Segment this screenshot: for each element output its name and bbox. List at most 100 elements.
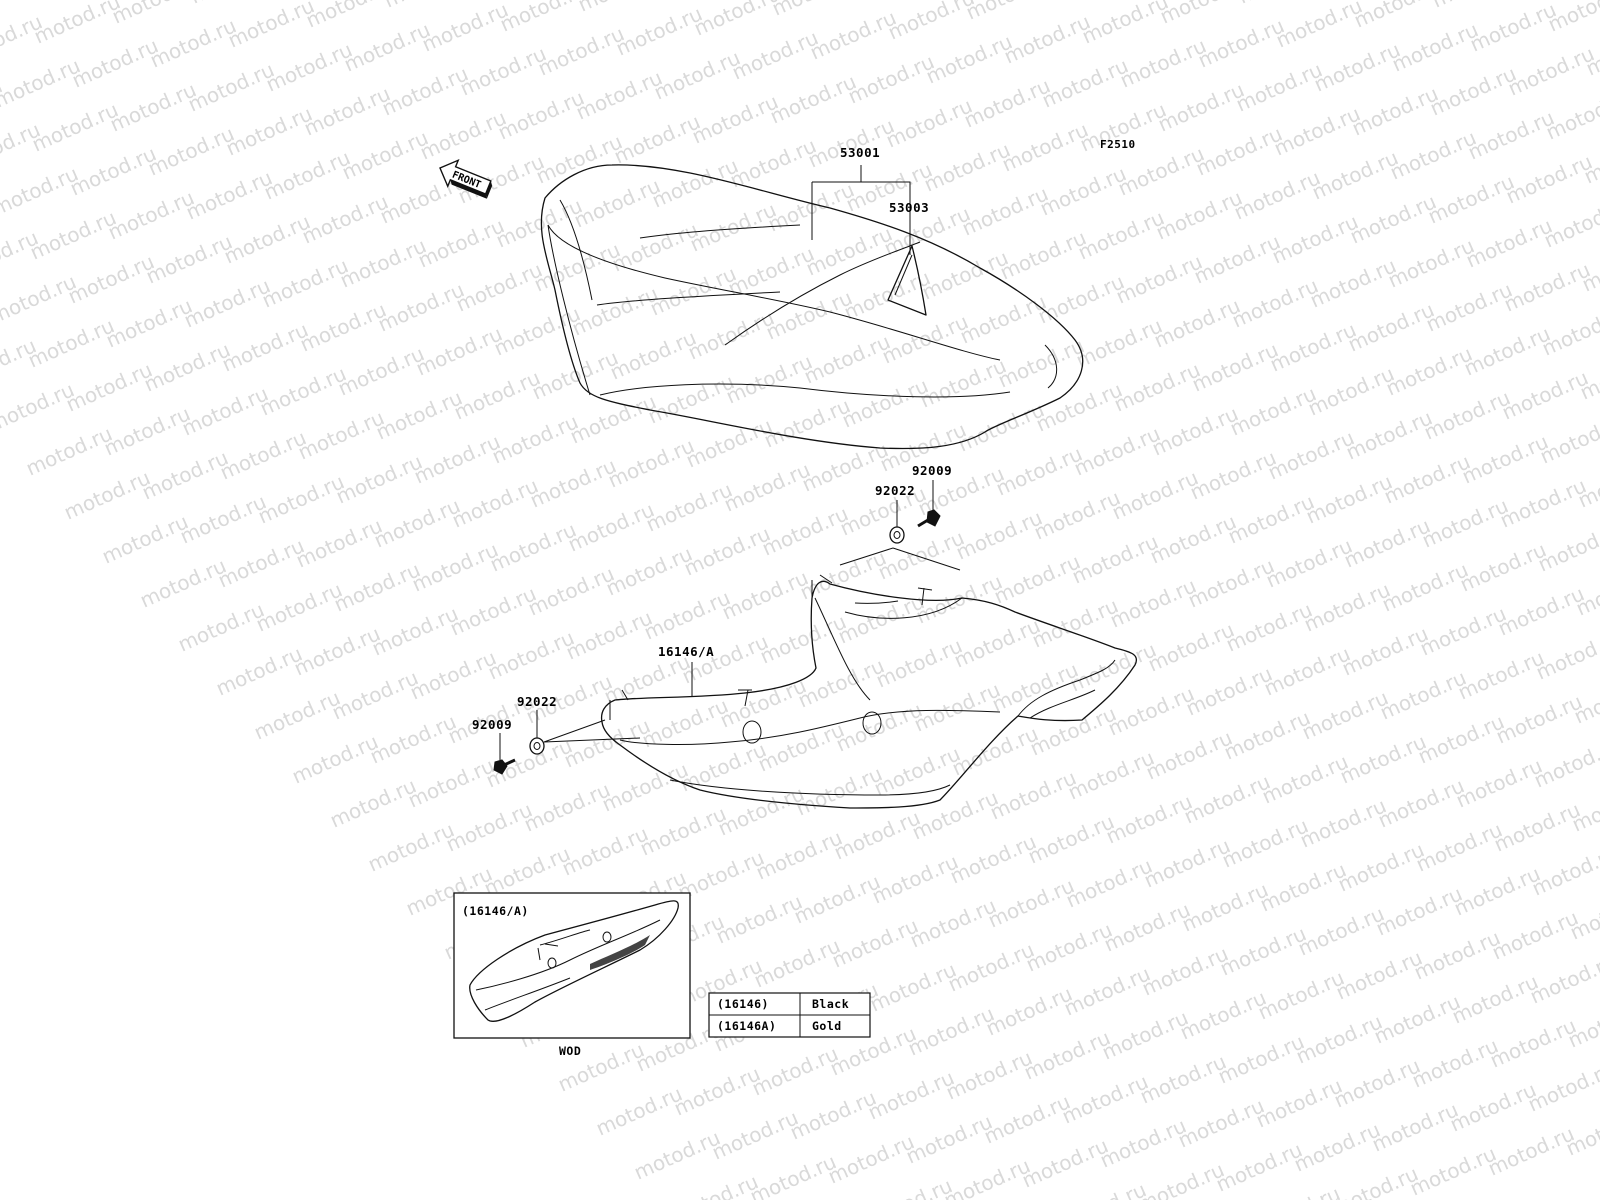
watermark-text: motod.ru (1370, 989, 1464, 1048)
watermark-text: motod.ru (1296, 793, 1390, 852)
watermark-text: motod.ru (256, 361, 350, 420)
watermark-text: motod.ru (844, 49, 938, 108)
watermark-text: motod.ru (796, 545, 890, 604)
watermark-text: motod.ru (984, 873, 1078, 932)
watermark-text: motod.ru (64, 249, 158, 308)
watermark-text: motod.ru (1154, 77, 1248, 136)
watermark-text: motod.ru (140, 337, 234, 396)
watermark-text: motod.ru (986, 765, 1080, 824)
part-label-92009-upper: 92009 (912, 463, 952, 478)
watermark-text: motod.ru (1330, 1053, 1424, 1112)
watermark-text: motod.ru (218, 317, 312, 376)
watermark-text: motod.ru (748, 1041, 842, 1100)
watermark-text: motod.ru (1524, 1057, 1600, 1116)
watermark-text: motod.ru (1112, 249, 1206, 308)
color-table-row-2-code: (16146A) (717, 1019, 776, 1033)
watermark-text: motod.ru (1528, 841, 1600, 900)
color-table: (16146) Black (16146A) Gold (708, 992, 871, 1038)
watermark-text: motod.ru (1032, 377, 1126, 436)
watermark-text: motod.ru (606, 325, 700, 384)
watermark-text: motod.ru (1290, 1117, 1384, 1176)
watermark-text: motod.ru (982, 981, 1076, 1040)
watermark-text: motod.ru (1332, 945, 1426, 1004)
watermark-text: motod.ru (1212, 1137, 1306, 1196)
watermark-text: motod.ru (960, 73, 1054, 132)
watermark-text: motod.ru (764, 177, 858, 236)
watermark-text: motod.ru (1310, 37, 1404, 96)
watermark-text: motod.ru (1420, 385, 1514, 444)
watermark-text: motod.ru (532, 129, 626, 188)
watermark-text: motod.ru (1190, 229, 1284, 288)
watermark-text: motod.ru (406, 645, 500, 704)
watermark-text: motod.ru (1038, 53, 1132, 112)
watermark-text: motod.ru (1504, 41, 1598, 100)
watermark-text: motod.ru (300, 81, 394, 140)
watermark-text: motod.ru (1458, 429, 1552, 488)
seat-drawing (540, 164, 1084, 450)
watermark-text: motod.ru (1222, 597, 1316, 656)
watermark-text: motod.ru (184, 57, 278, 116)
watermark-text: motod.ru (644, 369, 738, 428)
watermark-text: motod.ru (1232, 57, 1326, 116)
watermark-text: motod.ru (338, 125, 432, 184)
watermark-text: motod.ru (1070, 421, 1164, 480)
watermark-text: motod.ru (940, 1153, 1034, 1200)
watermark-text: motod.ru (1266, 317, 1360, 376)
watermark-text: motod.ru (610, 109, 704, 168)
watermark-text: motod.ru (1036, 161, 1130, 220)
watermark-text: motod.ru (418, 0, 512, 57)
watermark-text: motod.ru (564, 497, 658, 556)
watermark-text: motod.ru (1454, 645, 1548, 704)
watermark-text: motod.ru (104, 185, 198, 244)
watermark-text: motod.ru (1424, 169, 1518, 228)
watermark-text: motod.ru (558, 821, 652, 880)
watermark-text: motod.ru (1378, 557, 1472, 616)
watermark-text: motod.ru (1380, 449, 1474, 508)
watermark-text: motod.ru (1144, 617, 1238, 676)
watermark-text: motod.ru (102, 293, 196, 352)
watermark-text: motod.ru (668, 1169, 762, 1200)
watermark-text: motod.ru (688, 89, 782, 148)
watermark-text: motod.ru (568, 281, 662, 340)
watermark-text: motod.ru (838, 373, 932, 432)
watermark-text: motod.ru (0, 269, 80, 328)
watermark-text: motod.ru (1418, 493, 1512, 552)
watermark-text: motod.ru (728, 25, 822, 84)
watermark-text: motod.ru (260, 145, 354, 204)
watermark-text: motod.ru (62, 357, 156, 416)
watermark-text: motod.ru (1252, 1073, 1346, 1132)
inset-caption: WOD (559, 1044, 581, 1058)
watermark-text: motod.ru (1446, 1077, 1540, 1136)
watermark-text: motod.ru (802, 221, 896, 280)
watermark-text: motod.ru (1496, 473, 1590, 532)
watermark-text: motod.ru (918, 245, 1012, 304)
watermark-text: motod.ru (1492, 689, 1586, 748)
bolt-lower-icon (493, 758, 516, 775)
watermark-text: motod.ru (604, 433, 698, 492)
watermark-text: motod.ru (378, 61, 472, 120)
watermark-text: motod.ru (598, 757, 692, 816)
watermark-text: motod.ru (288, 729, 382, 788)
watermark-text: motod.ru (846, 0, 940, 1)
watermark-text: motod.ru (222, 101, 316, 160)
watermark-text: motod.ru (786, 1085, 880, 1144)
watermark-text: motod.ru (1254, 965, 1348, 1024)
watermark-text: motod.ru (290, 621, 384, 680)
watermark-text: motod.ru (1148, 401, 1242, 460)
watermark-text: motod.ru (336, 233, 430, 292)
watermark-text: motod.ru (1156, 0, 1250, 29)
watermark-text: motod.ru (1292, 1009, 1386, 1068)
watermark-text: motod.ru (1110, 357, 1204, 416)
watermark-text: motod.ru (1138, 941, 1232, 1000)
watermark-text: motod.ru (648, 153, 742, 212)
watermark-text: motod.ru (1024, 809, 1118, 868)
watermark-text: motod.ru (176, 489, 270, 548)
watermark-text: motod.ru (988, 657, 1082, 716)
watermark-text: motod.ru (98, 509, 192, 568)
watermark-text: motod.ru (1300, 577, 1394, 636)
watermark-text: motod.ru (670, 1061, 764, 1120)
watermark-text: motod.ru (416, 105, 510, 164)
watermark-text: motod.ru (1416, 601, 1510, 660)
watermark-text: motod.ru (408, 537, 502, 596)
inset-box: (16146/A) WOD (453, 892, 691, 1058)
